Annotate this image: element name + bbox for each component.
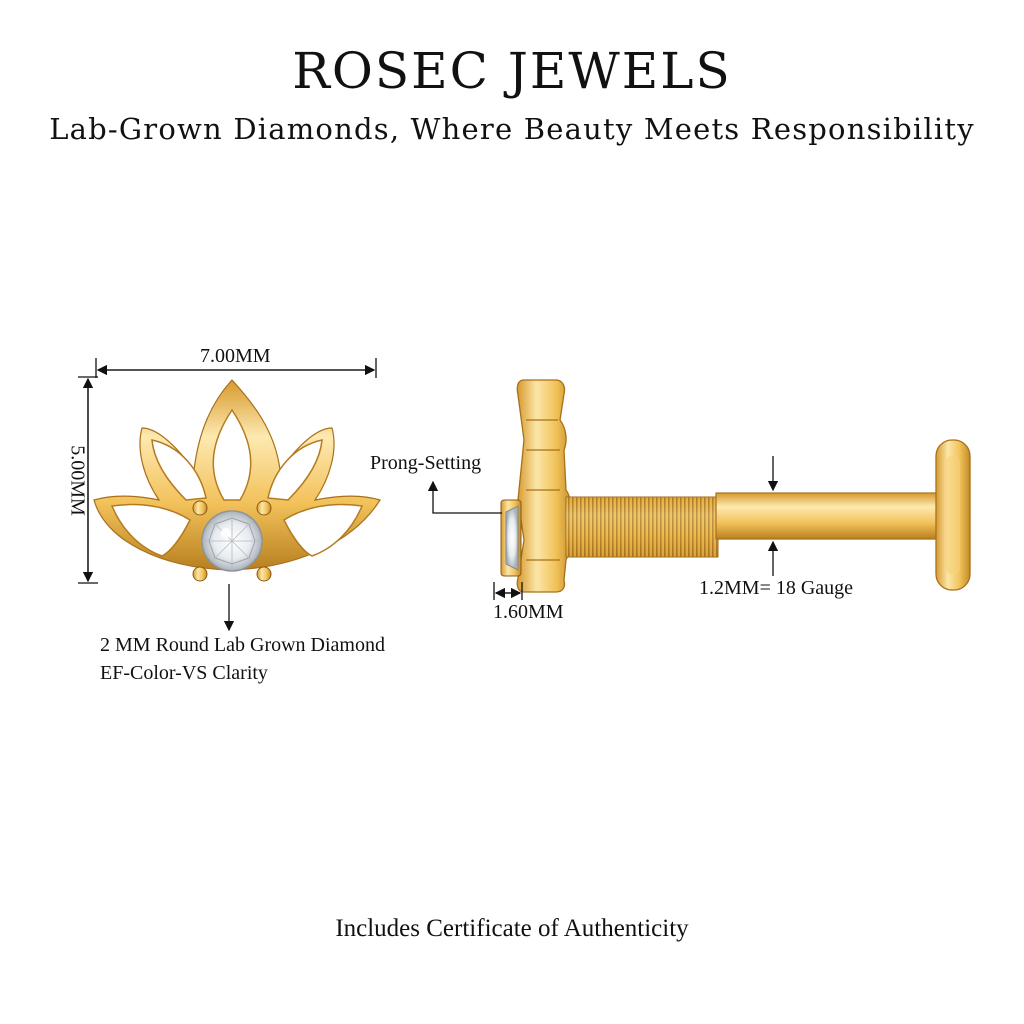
- tagline: Lab-Grown Diamonds, Where Beauty Meets R…: [49, 112, 975, 146]
- height-label: 5.00MM: [66, 445, 89, 516]
- depth-label: 1.60MM: [493, 601, 564, 623]
- prong-bead: [256, 500, 272, 516]
- depth-dimension: [493, 582, 523, 600]
- lotus-side-profile: [516, 379, 574, 593]
- lotus-left-petal: [151, 439, 207, 501]
- lotus-front-view: [93, 379, 381, 582]
- labret-shaft: [715, 492, 945, 540]
- certificate-note: Includes Certificate of Authenticity: [335, 915, 689, 942]
- prong-bead: [192, 566, 208, 582]
- width-label: 7.00MM: [200, 345, 271, 367]
- lotus-left-lower-petal: [110, 503, 191, 557]
- labret-side-view: [500, 379, 971, 593]
- lotus-center-petal: [212, 408, 252, 501]
- prong-setting-label: Prong-Setting: [370, 452, 482, 474]
- stone-description-line2: EF-Color-VS Clarity: [100, 662, 268, 684]
- height-dimension: [78, 376, 98, 584]
- prong-setting-pointer: [427, 480, 502, 514]
- prong-bead: [256, 566, 272, 582]
- round-diamond: [201, 510, 263, 572]
- width-dimension: [95, 358, 377, 378]
- stone-description-line1: 2 MM Round Lab Grown Diamond: [100, 634, 385, 656]
- lotus-right-petal: [267, 439, 323, 501]
- lotus-right-lower-petal: [283, 503, 364, 557]
- brand-title: ROSEC JEWELS: [292, 42, 732, 100]
- prong-bead: [192, 500, 208, 516]
- prong-setting-side: [500, 499, 522, 577]
- gauge-label: 1.2MM= 18 Gauge: [699, 577, 854, 599]
